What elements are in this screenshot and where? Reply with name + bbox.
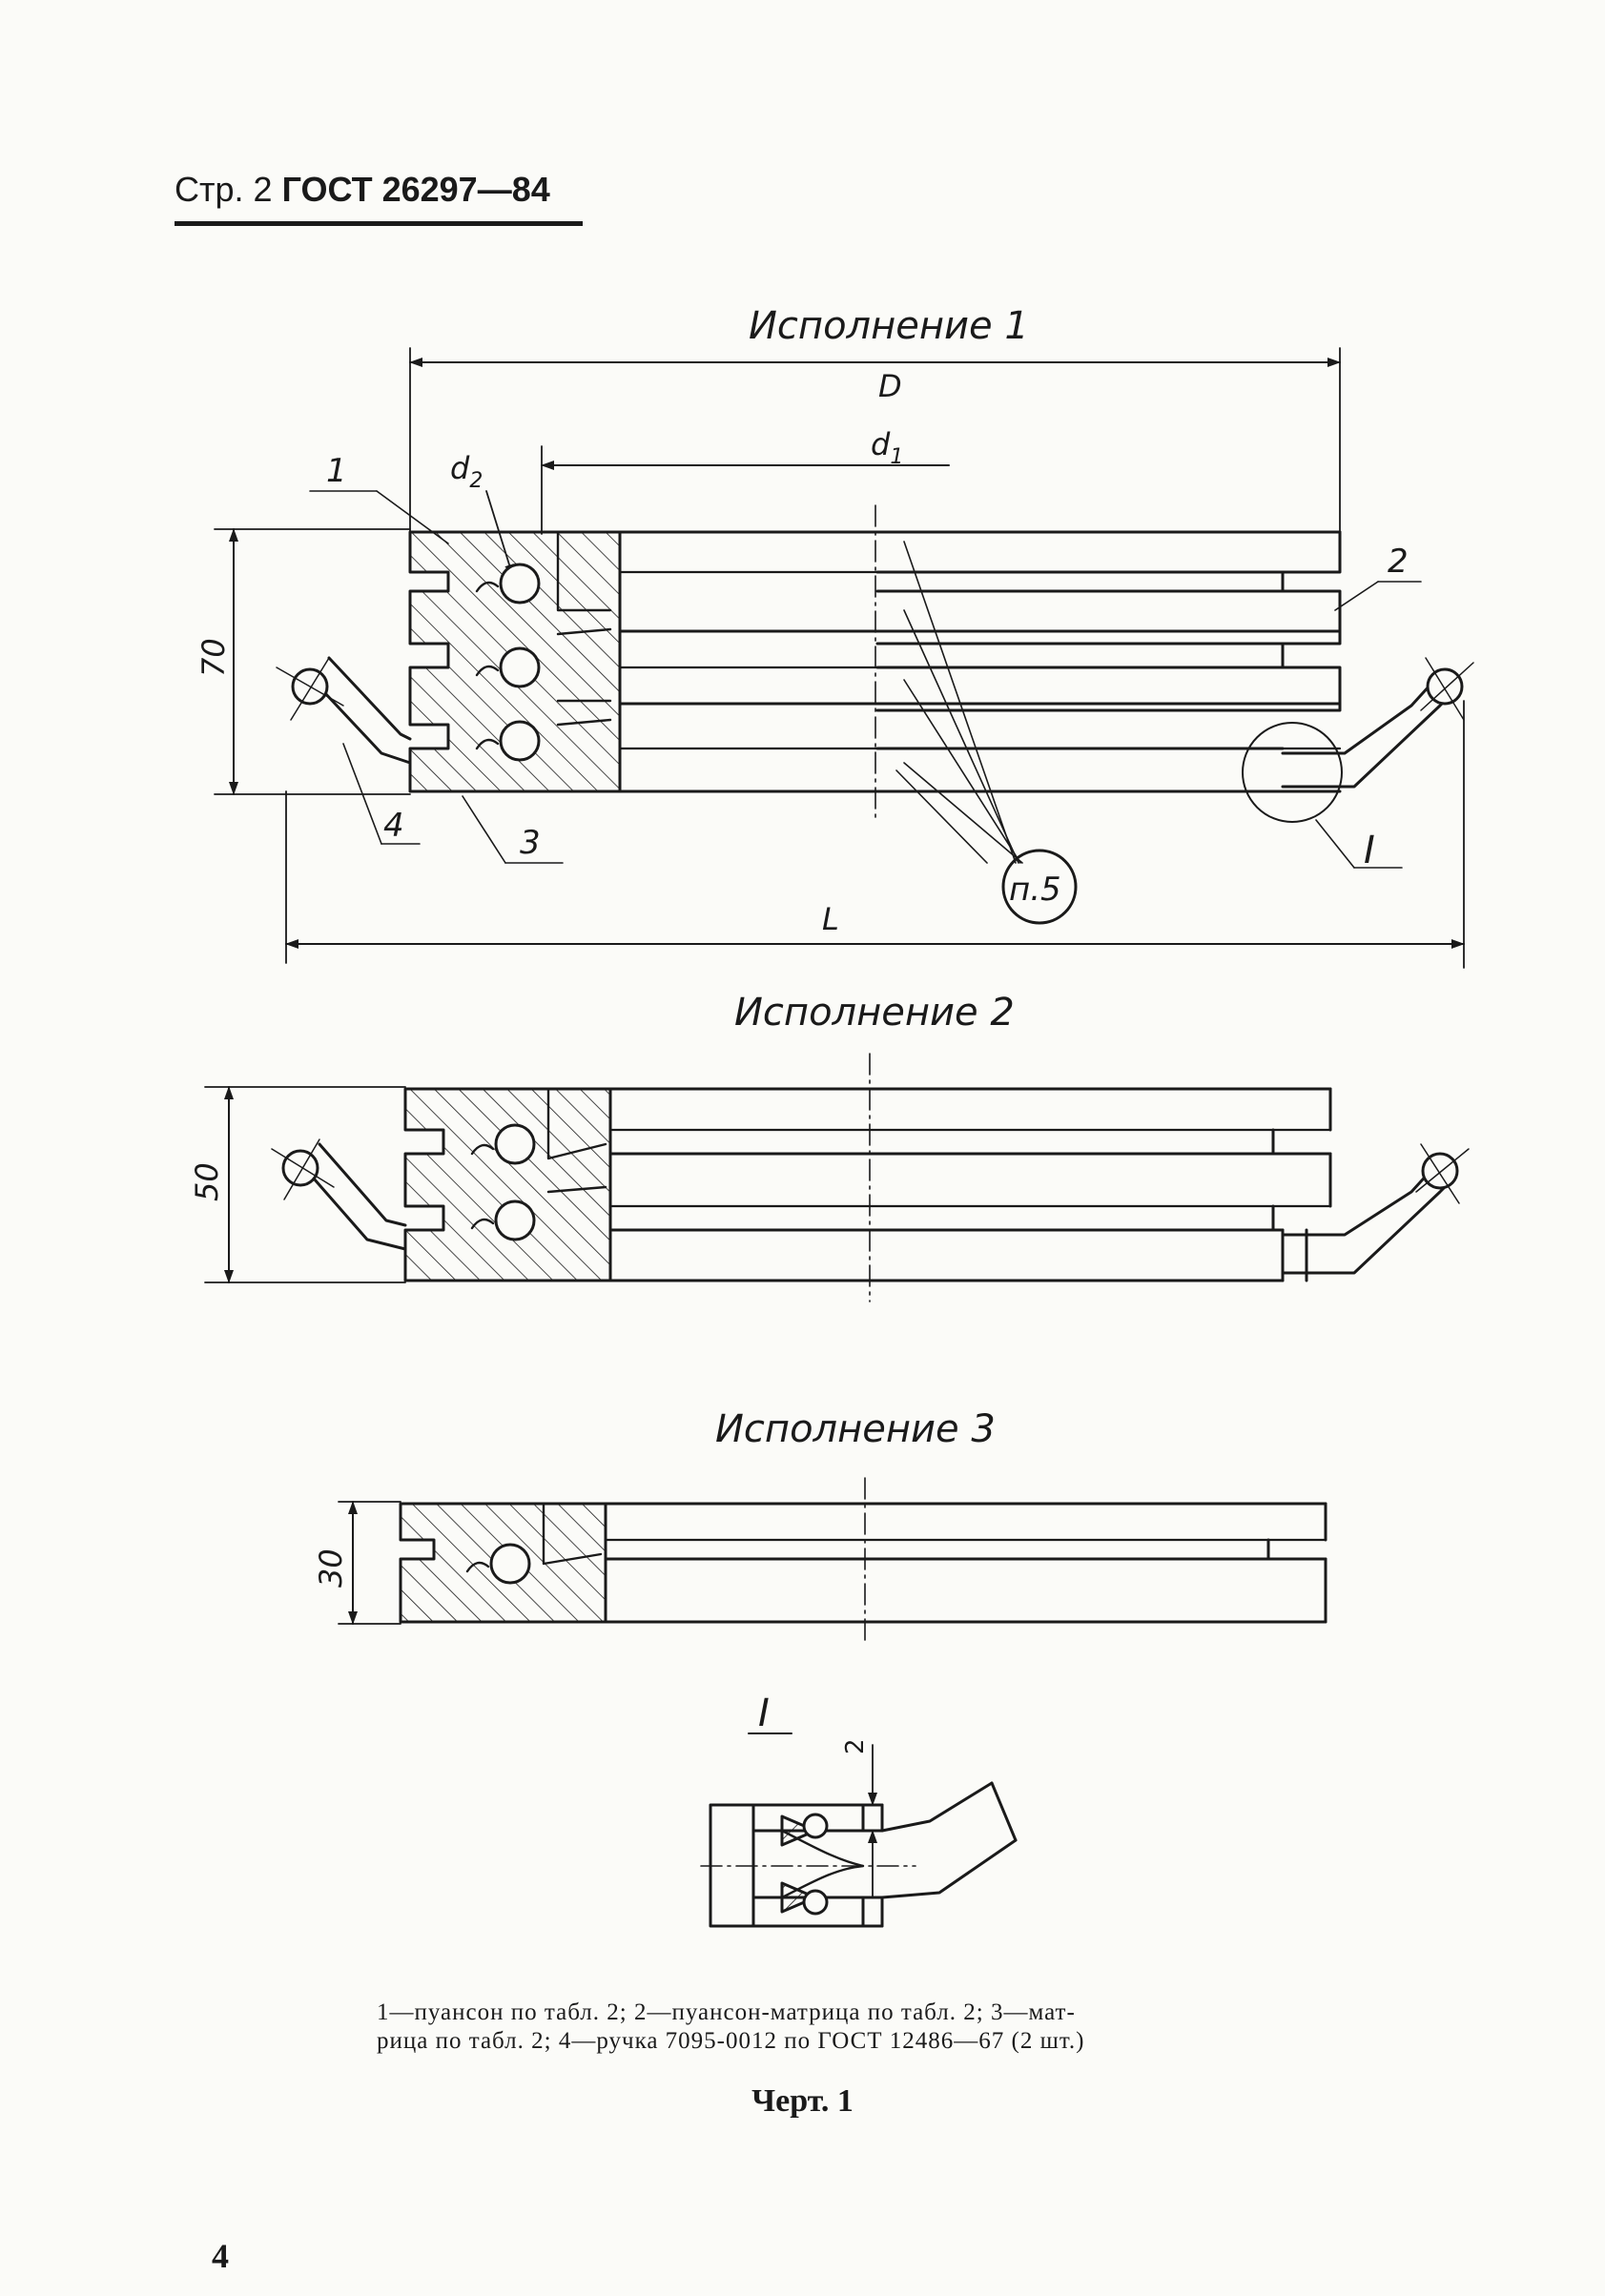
dim-d1-label: d xyxy=(871,426,891,462)
caption-line-1: 1—пуансон по табл. 2; 2—пуансон-матрица … xyxy=(377,1999,1076,2025)
caption-line-2: рица по табл. 2; 4—ручка 7095-0012 по ГО… xyxy=(377,2028,1085,2054)
caption: 1—пуансон по табл. 2; 2—пуансон-матрица … xyxy=(377,1999,1292,2056)
part-3-label: 3 xyxy=(520,824,541,862)
figure-label: Черт. 1 xyxy=(751,2083,854,2119)
header-page: Стр. 2 xyxy=(175,170,273,209)
part-4-label: 4 xyxy=(383,807,404,845)
page-number: 4 xyxy=(212,2237,229,2275)
view-1: Исполнение 1 D d1 d2 70 xyxy=(195,304,1474,969)
svg-text:d1: d1 xyxy=(871,426,903,469)
view-1-title: Исполнение 1 xyxy=(749,304,1029,348)
page-header: Стр. 2 ГОСТ 26297—84 xyxy=(175,170,583,226)
dim-L-label: L xyxy=(822,901,839,937)
height-70: 70 xyxy=(195,638,232,677)
note-ref-circle xyxy=(1001,849,1078,925)
view-3: Исполнение 3 30 xyxy=(313,1407,1327,1641)
detail-ref: I xyxy=(1364,829,1375,872)
height-30: 30 xyxy=(313,1548,349,1588)
header-standard: ГОСТ 26297—84 xyxy=(281,170,550,209)
detail-I: I 2 xyxy=(700,1691,1018,1928)
view-3-title: Исполнение 3 xyxy=(715,1407,996,1451)
view-2-title: Исполнение 2 xyxy=(734,991,1015,1035)
svg-text:d2: d2 xyxy=(450,450,483,493)
dim-D-label: D xyxy=(878,368,902,404)
part-2-label: 2 xyxy=(1388,543,1409,581)
part-1-label: 1 xyxy=(326,452,347,490)
detail-gap: 2 xyxy=(841,1738,870,1754)
note-ref: п.5 xyxy=(1009,871,1061,909)
height-50: 50 xyxy=(189,1162,225,1201)
view-2: Исполнение 2 50 xyxy=(189,991,1470,1302)
dim-d2-sub: 2 xyxy=(469,469,483,493)
dim-d1-sub: 1 xyxy=(890,445,903,469)
detail-title: I xyxy=(758,1691,770,1735)
dim-d2-label: d xyxy=(450,450,470,486)
